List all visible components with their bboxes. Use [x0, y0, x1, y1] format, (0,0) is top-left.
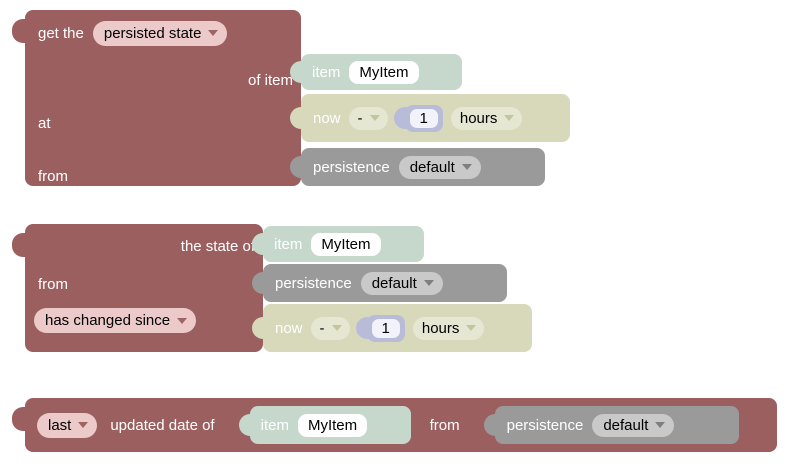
- block-datetime-offset[interactable]: now - 1 hours: [290, 94, 570, 142]
- number-field[interactable]: 1: [371, 318, 400, 338]
- state-of-row-label: the state of: [180, 238, 255, 255]
- persistence-service-dropdown[interactable]: default: [592, 413, 675, 437]
- block-item[interactable]: item MyItem: [290, 54, 462, 90]
- item-label: item: [274, 235, 303, 253]
- output-connector-icon: [483, 414, 497, 436]
- output-connector-icon: [393, 107, 407, 129]
- output-connector-icon: [252, 233, 265, 255]
- from-row-label: from: [38, 276, 68, 293]
- operator-dropdown[interactable]: -: [310, 316, 350, 340]
- dropdown-value: hours: [459, 109, 498, 127]
- item-label: item: [312, 63, 341, 81]
- from-label: from: [429, 416, 460, 434]
- dropdown-arrow-icon: [78, 422, 89, 428]
- block-item[interactable]: item MyItem: [238, 406, 411, 444]
- persisted-state-dropdown[interactable]: persisted state: [92, 20, 228, 46]
- time-unit-dropdown[interactable]: hours: [450, 106, 523, 130]
- output-connector-icon: [238, 414, 252, 436]
- output-connector-icon: [252, 317, 265, 339]
- dropdown-value: persisted state: [103, 24, 202, 42]
- persistence-label: persistence: [313, 158, 390, 176]
- block-number[interactable]: 1: [355, 314, 405, 342]
- dropdown-value: default: [409, 158, 455, 176]
- block-number[interactable]: 1: [393, 104, 443, 132]
- now-label: now: [313, 109, 341, 127]
- output-connector-icon: [355, 317, 369, 339]
- now-label: now: [275, 319, 303, 337]
- dropdown-arrow-icon: [208, 30, 219, 36]
- item-label: item: [260, 416, 289, 434]
- dropdown-arrow-icon: [461, 164, 472, 170]
- dropdown-value: default: [371, 274, 417, 292]
- dropdown-arrow-icon: [655, 422, 666, 428]
- time-unit-dropdown[interactable]: hours: [412, 316, 485, 340]
- item-name-field[interactable]: MyItem: [349, 60, 419, 84]
- dropdown-arrow-icon: [423, 280, 434, 286]
- persistence-label: persistence: [275, 274, 352, 292]
- persistence-service-dropdown[interactable]: default: [360, 271, 443, 295]
- persistence-service-dropdown[interactable]: default: [398, 155, 481, 179]
- dropdown-value: -: [319, 319, 325, 337]
- dropdown-value: last: [48, 416, 72, 434]
- block-last-updated-date[interactable]: last updated date of item MyItem from pe…: [12, 398, 777, 452]
- block-state-has-changed-since[interactable]: the state of from has changed since: [12, 224, 263, 352]
- dropdown-arrow-icon: [504, 115, 515, 121]
- block-persistence-service[interactable]: persistence default: [483, 406, 739, 444]
- block-prefix-label: get the: [38, 24, 84, 42]
- dropdown-value: has changed since: [45, 312, 171, 329]
- operator-dropdown[interactable]: -: [348, 106, 388, 130]
- output-connector-icon: [12, 233, 27, 257]
- dropdown-value: hours: [421, 319, 460, 337]
- updated-date-of-label: updated date of: [110, 416, 215, 434]
- dropdown-arrow-icon: [331, 325, 342, 331]
- output-connector-icon: [290, 156, 303, 178]
- item-name-field[interactable]: MyItem: [297, 413, 368, 437]
- dropdown-arrow-icon: [177, 317, 188, 324]
- dropdown-value: -: [357, 109, 363, 127]
- check-type-dropdown[interactable]: has changed since: [34, 308, 197, 333]
- dropdown-arrow-icon: [369, 115, 380, 121]
- block-persistence-service[interactable]: persistence default: [290, 148, 545, 186]
- which-date-dropdown[interactable]: last: [37, 412, 98, 438]
- block-get-persisted-state[interactable]: get the persisted state of item at from: [12, 10, 301, 186]
- output-connector-icon: [12, 407, 27, 431]
- output-connector-icon: [290, 107, 303, 129]
- number-field[interactable]: 1: [409, 108, 438, 128]
- of-item-row-label: of item: [247, 72, 293, 89]
- at-row-label: at: [38, 115, 51, 132]
- output-connector-icon: [290, 61, 303, 83]
- item-name-field[interactable]: MyItem: [311, 232, 381, 256]
- dropdown-arrow-icon: [466, 325, 477, 331]
- block-item[interactable]: item MyItem: [252, 226, 424, 262]
- dropdown-value: default: [603, 416, 649, 434]
- from-row-label: from: [38, 168, 68, 185]
- output-connector-icon: [252, 272, 265, 294]
- output-connector-icon: [12, 19, 27, 43]
- persistence-label: persistence: [506, 416, 584, 434]
- block-persistence-service[interactable]: persistence default: [252, 264, 507, 302]
- block-datetime-offset[interactable]: now - 1 hours: [252, 304, 532, 352]
